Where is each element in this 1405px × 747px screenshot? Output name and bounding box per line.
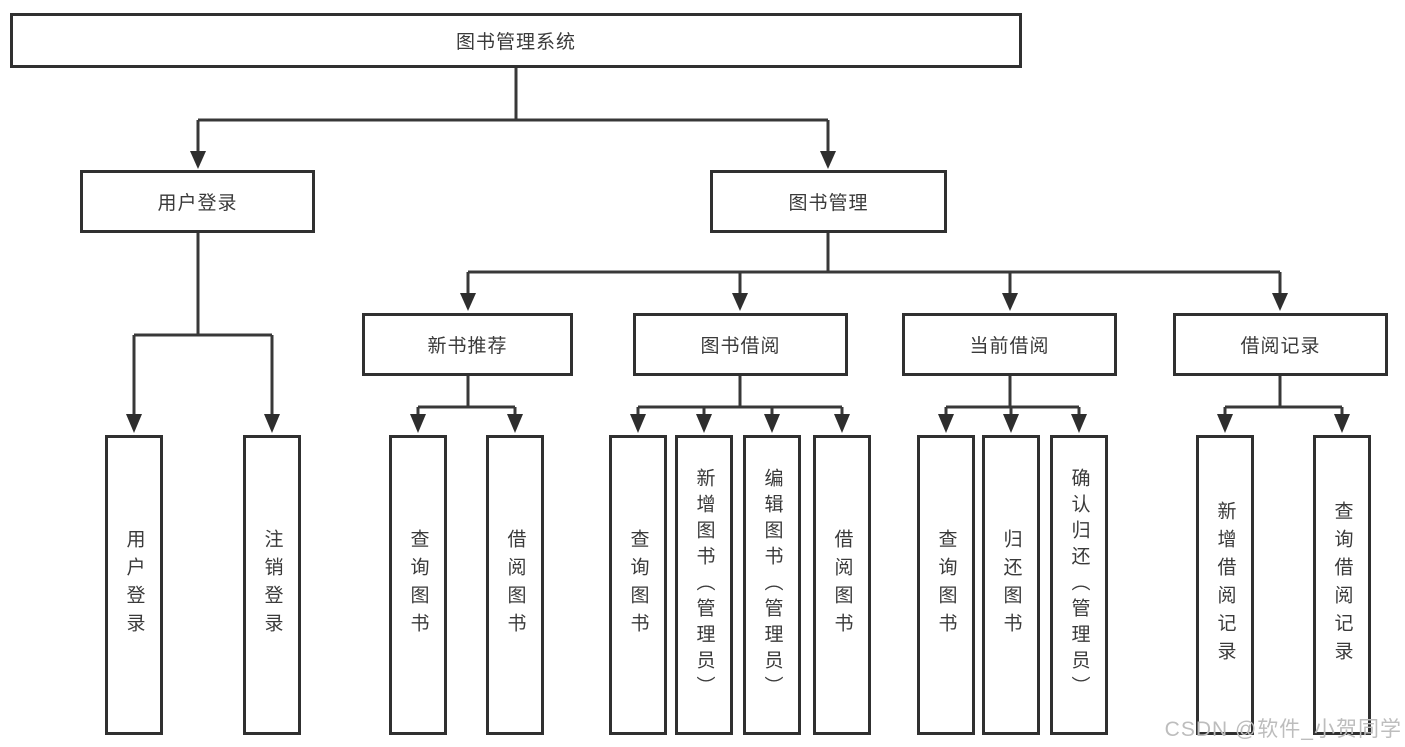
leaf-query-borrow-record: 查询借阅记录: [1313, 435, 1371, 735]
node-current-borrow: 当前借阅: [902, 313, 1117, 376]
leaf-query-books-current-label: 查询图书: [935, 529, 957, 641]
leaf-confirm-return-admin: 确认归还（管理员）: [1050, 435, 1108, 735]
leaf-add-book-admin: 新增图书（管理员）: [675, 435, 733, 735]
leaf-user-login: 用户登录: [105, 435, 163, 735]
leaf-add-borrow-record: 新增借阅记录: [1196, 435, 1254, 735]
node-book-borrow-label: 图书借阅: [700, 336, 781, 357]
node-book-management-label: 图书管理: [788, 193, 869, 214]
node-user-login-label: 用户登录: [157, 193, 238, 214]
node-borrow-records: 借阅记录: [1173, 313, 1388, 376]
node-borrow-records-label: 借阅记录: [1240, 336, 1321, 357]
leaf-add-book-admin-label: 新增图书（管理员）: [693, 468, 715, 702]
node-root-label: 图书管理系统: [455, 32, 576, 53]
leaf-logout: 注销登录: [243, 435, 301, 735]
leaf-borrow-books-recommend-label: 借阅图书: [504, 529, 526, 641]
leaf-edit-book-admin: 编辑图书（管理员）: [743, 435, 801, 735]
node-book-management: 图书管理: [710, 170, 947, 233]
leaf-query-books-borrow-label: 查询图书: [627, 529, 649, 641]
leaf-edit-book-admin-label: 编辑图书（管理员）: [761, 468, 783, 702]
node-new-book-recommend-label: 新书推荐: [427, 336, 508, 357]
leaf-confirm-return-admin-label: 确认归还（管理员）: [1068, 468, 1090, 702]
node-book-borrow: 图书借阅: [633, 313, 848, 376]
leaf-query-books-recommend-label: 查询图书: [407, 529, 429, 641]
leaf-logout-label: 注销登录: [261, 529, 283, 641]
leaf-query-books-current: 查询图书: [917, 435, 975, 735]
leaf-user-login-label: 用户登录: [123, 529, 145, 641]
leaf-query-books-borrow: 查询图书: [609, 435, 667, 735]
leaf-return-book: 归还图书: [982, 435, 1040, 735]
leaf-borrow-books-recommend: 借阅图书: [486, 435, 544, 735]
leaf-query-borrow-record-label: 查询借阅记录: [1331, 501, 1353, 669]
csdn-watermark: CSDN @软件_小贺同学: [1164, 718, 1402, 741]
node-new-book-recommend: 新书推荐: [362, 313, 573, 376]
leaf-add-borrow-record-label: 新增借阅记录: [1214, 501, 1236, 669]
leaf-query-books-recommend: 查询图书: [389, 435, 447, 735]
leaf-return-book-label: 归还图书: [1000, 529, 1022, 641]
node-user-login: 用户登录: [80, 170, 315, 233]
leaf-borrow-books-label: 借阅图书: [831, 529, 853, 641]
node-current-borrow-label: 当前借阅: [969, 336, 1050, 357]
leaf-borrow-books: 借阅图书: [813, 435, 871, 735]
node-root: 图书管理系统: [10, 13, 1022, 68]
